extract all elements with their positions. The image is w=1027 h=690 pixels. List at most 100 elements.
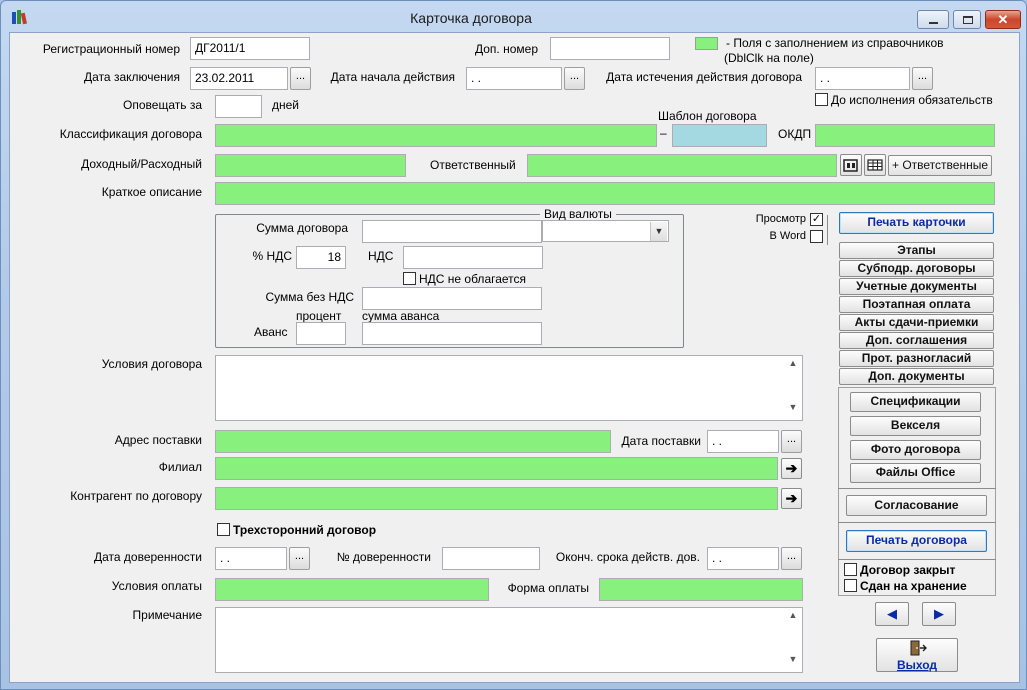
currency-select[interactable]: ▼ (542, 220, 669, 242)
note-scrollbar[interactable]: ▲ ▼ (785, 609, 801, 671)
window-title: Карточка договора (410, 10, 532, 26)
vat-exempt-label: НДС не облагается (419, 272, 527, 286)
vat-percent-input[interactable]: 18 (296, 246, 346, 269)
title-bar[interactable]: Карточка договора ✕ (1, 1, 1026, 32)
bills-button[interactable]: Векселя (850, 416, 981, 436)
notify-for-input[interactable] (215, 95, 262, 118)
minimize-icon (929, 22, 938, 24)
responsible-input[interactable] (527, 154, 837, 177)
okdp-input[interactable] (815, 124, 995, 147)
panel-separator (838, 559, 996, 560)
counterparty-input[interactable] (215, 487, 778, 510)
preview-checkbox[interactable]: ✓ (810, 213, 823, 226)
note-textarea[interactable]: ▲ ▼ (215, 607, 803, 673)
poa-end-input[interactable]: . . (707, 547, 779, 570)
scroll-down-icon[interactable]: ▼ (788, 654, 798, 664)
archived-checkbox[interactable] (844, 579, 857, 592)
delivery-date-picker-button[interactable]: ... (781, 430, 802, 453)
table-button[interactable] (864, 154, 886, 176)
contract-sum-input[interactable] (362, 220, 542, 243)
poa-number-input[interactable] (442, 547, 540, 570)
delivery-address-input[interactable] (215, 430, 611, 453)
until-obligations-checkbox[interactable] (815, 93, 828, 106)
extra-number-label: Доп. номер (475, 42, 538, 56)
scroll-down-icon[interactable]: ▼ (788, 402, 798, 412)
exit-button[interactable]: Выход (876, 638, 958, 672)
advance-sum-input[interactable] (362, 322, 542, 345)
add-agreements-button[interactable]: Доп. соглашения (839, 332, 994, 349)
disagreements-button[interactable]: Прот. разногласий (839, 350, 994, 367)
accounting-docs-button[interactable]: Учетные документы (839, 278, 994, 295)
print-card-button[interactable]: Печать карточки (839, 212, 994, 234)
expiry-date-label: Дата истечения действия договора (606, 70, 802, 84)
classification-input[interactable] (215, 124, 657, 147)
vat-input[interactable] (403, 246, 543, 269)
template-input[interactable] (672, 124, 767, 147)
close-button[interactable]: ✕ (985, 10, 1021, 29)
poa-end-picker-button[interactable]: ... (781, 547, 802, 570)
close-icon: ✕ (997, 12, 1009, 27)
vat-exempt-checkbox[interactable] (403, 272, 416, 285)
lookup-legend-hint: (DblClk на поле) (724, 51, 814, 65)
branch-input[interactable] (215, 457, 778, 480)
scroll-up-icon[interactable]: ▲ (788, 610, 798, 620)
door-exit-icon (910, 640, 927, 656)
office-files-button[interactable]: Файлы Office (850, 463, 981, 483)
specifications-button[interactable]: Спецификации (850, 392, 981, 412)
prev-record-button[interactable]: ◀ (875, 602, 909, 626)
panel-separator (838, 522, 996, 523)
add-documents-button[interactable]: Доп. документы (839, 368, 994, 385)
poa-date-input[interactable]: . . (215, 547, 287, 570)
start-date-picker-button[interactable]: ... (564, 67, 585, 90)
delivery-date-label: Дата поставки (621, 434, 701, 448)
contract-sum-label: Сумма договора (256, 221, 348, 235)
acceptance-acts-button[interactable]: Акты сдачи-приемки (839, 314, 994, 331)
maximize-icon (963, 16, 973, 24)
in-word-checkbox[interactable] (810, 230, 823, 243)
reg-number-input[interactable]: ДГ2011/1 (190, 37, 310, 60)
print-contract-button[interactable]: Печать договора (846, 530, 987, 552)
income-expense-input[interactable] (215, 154, 406, 177)
maximize-button[interactable] (953, 10, 981, 29)
branch-go-button[interactable]: ➔ (781, 458, 802, 479)
conditions-scrollbar[interactable]: ▲ ▼ (785, 357, 801, 419)
expiry-date-input[interactable]: . . (815, 67, 910, 90)
percent-label: процент (296, 309, 342, 323)
approval-button[interactable]: Согласование (846, 495, 987, 516)
contract-card-form: Регистрационный номер ДГ2011/1 Доп. номе… (9, 32, 1020, 683)
phone-book-button[interactable] (840, 154, 862, 176)
notify-for-label: Оповещать за (123, 98, 202, 112)
note-label: Примечание (132, 608, 202, 622)
archived-label: Сдан на хранение (860, 579, 967, 593)
tripartite-checkbox[interactable] (217, 523, 230, 536)
chevron-down-icon[interactable]: ▼ (650, 222, 667, 241)
extra-number-input[interactable] (550, 37, 670, 60)
responsible-label: Ответственный (430, 158, 516, 172)
advance-percent-input[interactable] (296, 322, 346, 345)
next-record-button[interactable]: ▶ (922, 602, 956, 626)
poa-date-picker-button[interactable]: ... (289, 547, 310, 570)
conclusion-date-picker-button[interactable]: ... (290, 67, 311, 90)
sum-without-vat-input[interactable] (362, 287, 542, 310)
payment-form-input[interactable] (599, 578, 803, 601)
stages-button[interactable]: Этапы (839, 242, 994, 259)
counterparty-go-button[interactable]: ➔ (781, 488, 802, 509)
add-responsible-button[interactable]: + Ответственные (888, 155, 992, 176)
classification-label: Классификация договора (59, 127, 202, 141)
template-label: Шаблон договора (658, 109, 757, 123)
conditions-textarea[interactable]: ▲ ▼ (215, 355, 803, 421)
conclusion-date-input[interactable]: 23.02.2011 (190, 67, 288, 90)
delivery-date-input[interactable]: . . (707, 430, 779, 453)
sub-contracts-button[interactable]: Субподр. договоры (839, 260, 994, 277)
start-date-input[interactable]: . . (466, 67, 562, 90)
scroll-up-icon[interactable]: ▲ (788, 358, 798, 368)
minimize-button[interactable] (917, 10, 949, 29)
contract-closed-checkbox[interactable] (844, 563, 857, 576)
short-description-input[interactable] (215, 182, 995, 205)
contract-closed-label: Договор закрыт (860, 563, 956, 577)
expiry-date-picker-button[interactable]: ... (912, 67, 933, 90)
dash-separator: – (660, 126, 667, 140)
payment-terms-input[interactable] (215, 578, 489, 601)
photo-button[interactable]: Фото договора (850, 440, 981, 460)
stage-payment-button[interactable]: Поэтапная оплата (839, 296, 994, 313)
